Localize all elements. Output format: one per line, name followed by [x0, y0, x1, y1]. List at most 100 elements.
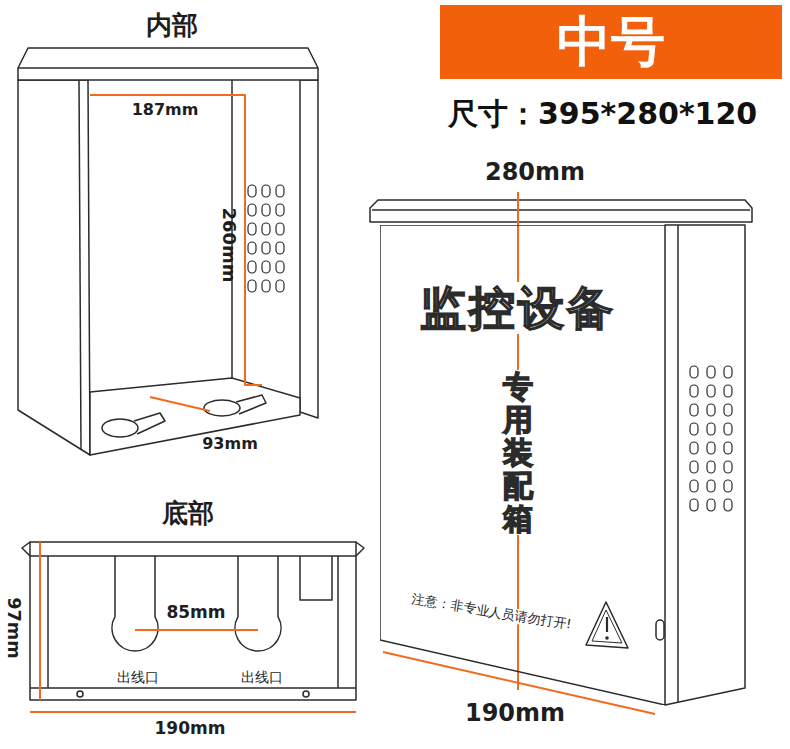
vent-slot — [707, 442, 715, 454]
cable-hole — [204, 400, 240, 416]
label-slot: 85mm — [166, 603, 225, 623]
vent-slot — [724, 480, 732, 492]
warning-symbol — [605, 636, 609, 640]
front-face-fill — [380, 225, 665, 705]
vent-slot — [690, 499, 698, 511]
vent-slot — [690, 461, 698, 473]
side-wall — [18, 80, 90, 455]
vent-slot — [690, 385, 698, 397]
vent-slot — [262, 204, 270, 216]
vent-slot — [276, 223, 284, 235]
warning-note: 注意：非专业人员请勿打开! — [409, 592, 575, 633]
panel-title: 监控设备 — [418, 282, 618, 335]
vent-slot — [707, 385, 715, 397]
text-slot: 监控设备 — [418, 282, 618, 335]
dimension-line — [150, 397, 210, 411]
vent-group — [690, 366, 732, 511]
lid — [18, 48, 318, 80]
vent-slot — [276, 185, 284, 197]
cable-slot — [236, 395, 266, 414]
vent-slot — [248, 204, 256, 216]
vent-slot — [707, 366, 715, 378]
view-heading: 底部 — [162, 499, 214, 529]
floor-plate — [90, 378, 300, 455]
dimension-label: 190mm — [155, 719, 226, 739]
vent-slot — [724, 404, 732, 416]
flange-edge — [337, 556, 339, 688]
label-slot: 187mm — [132, 101, 199, 119]
dimension-label: 190mm — [465, 700, 565, 728]
view-heading: 内部 — [146, 11, 198, 41]
vent-slot — [262, 242, 270, 254]
lid-edge — [372, 209, 750, 211]
vent-slot — [724, 423, 732, 435]
lid — [370, 200, 752, 222]
base-plate — [30, 542, 356, 700]
part-label: 出线口 — [241, 669, 283, 685]
label-slot: 底部 — [162, 499, 214, 529]
label-slot: 97mm — [4, 597, 24, 658]
vent-slot — [248, 261, 256, 273]
vent-slot — [276, 204, 284, 216]
vent-slot — [690, 442, 698, 454]
text-slot: 中号 — [557, 11, 665, 73]
vent-slot — [707, 480, 715, 492]
label-slot: 190mm — [465, 700, 565, 728]
vent-slot — [276, 261, 284, 273]
text-slot: 注意：非专业人员请勿打开! — [409, 592, 575, 633]
vent-slot — [276, 242, 284, 254]
dimension-label: 85mm — [166, 603, 225, 623]
dimension-label: 280mm — [485, 159, 585, 187]
vent-group — [248, 185, 284, 292]
vent-slot — [690, 404, 698, 416]
screw-hole — [303, 691, 309, 697]
label-slot: 190mm — [155, 719, 226, 739]
vent-slot — [248, 185, 256, 197]
label-slot: 260mm — [219, 207, 240, 282]
vent-slot — [707, 404, 715, 416]
lid-edge — [18, 67, 318, 69]
panel-border — [380, 225, 665, 705]
flange-edge — [30, 555, 356, 557]
dimension-line — [39, 542, 41, 700]
vent-slot — [724, 461, 732, 473]
text-slot: 专用装配箱 — [501, 370, 535, 535]
front-panel: 监控设备专用装配箱注意：非专业人员请勿打开! — [380, 225, 665, 705]
vent-slot — [707, 499, 715, 511]
vent-slot — [248, 223, 256, 235]
vent-slot — [724, 499, 732, 511]
size-badge-text: 中号 — [557, 11, 665, 73]
side-edge — [677, 225, 679, 702]
label-slot: 93mm — [202, 435, 258, 453]
vent-slot — [248, 280, 256, 292]
screw-hole — [77, 691, 83, 697]
dimension-line — [30, 711, 356, 713]
label-slot: 尺寸：395*280*120 — [448, 97, 757, 132]
vent-slot — [248, 242, 256, 254]
vent-slot — [262, 261, 270, 273]
vent-slot — [707, 461, 715, 473]
label-slot: 280mm — [485, 159, 585, 187]
dimension-label: 97mm — [4, 597, 24, 658]
dimension-label: 187mm — [132, 101, 199, 119]
warning-symbol — [606, 617, 608, 632]
label-slot: 出线口 — [117, 669, 159, 685]
label-slot: 内部 — [146, 11, 198, 41]
cable-slot — [134, 413, 165, 434]
dimension-line — [135, 629, 258, 631]
wall-edge — [79, 80, 81, 450]
vent-slot — [262, 185, 270, 197]
side-face — [665, 225, 745, 705]
keyhole-cutout — [235, 556, 281, 651]
slot-cutout — [300, 556, 332, 600]
flange-edge — [47, 556, 49, 688]
warning-symbol — [592, 610, 622, 643]
side-wall — [300, 80, 318, 418]
dimension-label: 93mm — [202, 435, 258, 453]
vent-slot — [262, 223, 270, 235]
vent-slot — [724, 366, 732, 378]
latch — [656, 620, 664, 640]
cable-hole — [102, 419, 138, 437]
vent-slot — [724, 385, 732, 397]
